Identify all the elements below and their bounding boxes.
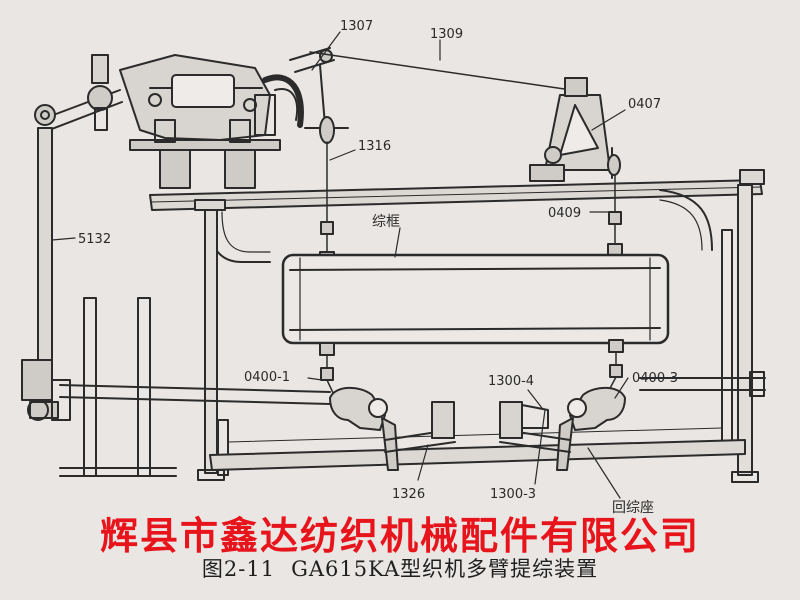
heald-frame bbox=[281, 253, 670, 345]
label-1300-4: 1300-4 bbox=[488, 374, 534, 389]
label-1307: 1307 bbox=[340, 19, 373, 34]
connecting-rod-5132 bbox=[21, 127, 71, 421]
return-mechanism-left bbox=[329, 386, 456, 471]
label-0400-1: 0400-1 bbox=[244, 370, 290, 385]
label-0409: 0409 bbox=[548, 206, 581, 221]
company-banner: 辉县市鑫达纺织机械配件有限公司 bbox=[99, 514, 700, 558]
part-labels: 1307 1309 1316 0407 0409 5132 综框 0400-1 … bbox=[78, 19, 678, 516]
label-5132: 5132 bbox=[78, 232, 111, 247]
right-lever-0407 bbox=[529, 77, 621, 182]
wire-1309 bbox=[309, 51, 586, 93]
label-1309: 1309 bbox=[430, 27, 463, 42]
label-0400-3: 0400-3 bbox=[632, 371, 678, 386]
return-mechanism-right bbox=[499, 386, 626, 471]
label-1326: 1326 bbox=[392, 487, 425, 502]
loom-frame bbox=[59, 169, 766, 483]
label-0407: 0407 bbox=[628, 97, 661, 112]
label-1300-3: 1300-3 bbox=[490, 487, 536, 502]
figure-title: GA615KA型织机多臂提综装置 bbox=[291, 557, 599, 581]
dobby-head bbox=[34, 47, 349, 189]
figure-caption: 图2-11 GA615KA型织机多臂提综装置 bbox=[0, 553, 800, 583]
label-return-seat: 回综座 bbox=[612, 500, 654, 516]
lower-cords bbox=[319, 339, 624, 396]
label-heald-frame: 综框 bbox=[372, 214, 400, 230]
figure-number: 图2-11 bbox=[201, 557, 276, 581]
leader-lines bbox=[51, 31, 629, 499]
label-1316: 1316 bbox=[358, 139, 391, 154]
